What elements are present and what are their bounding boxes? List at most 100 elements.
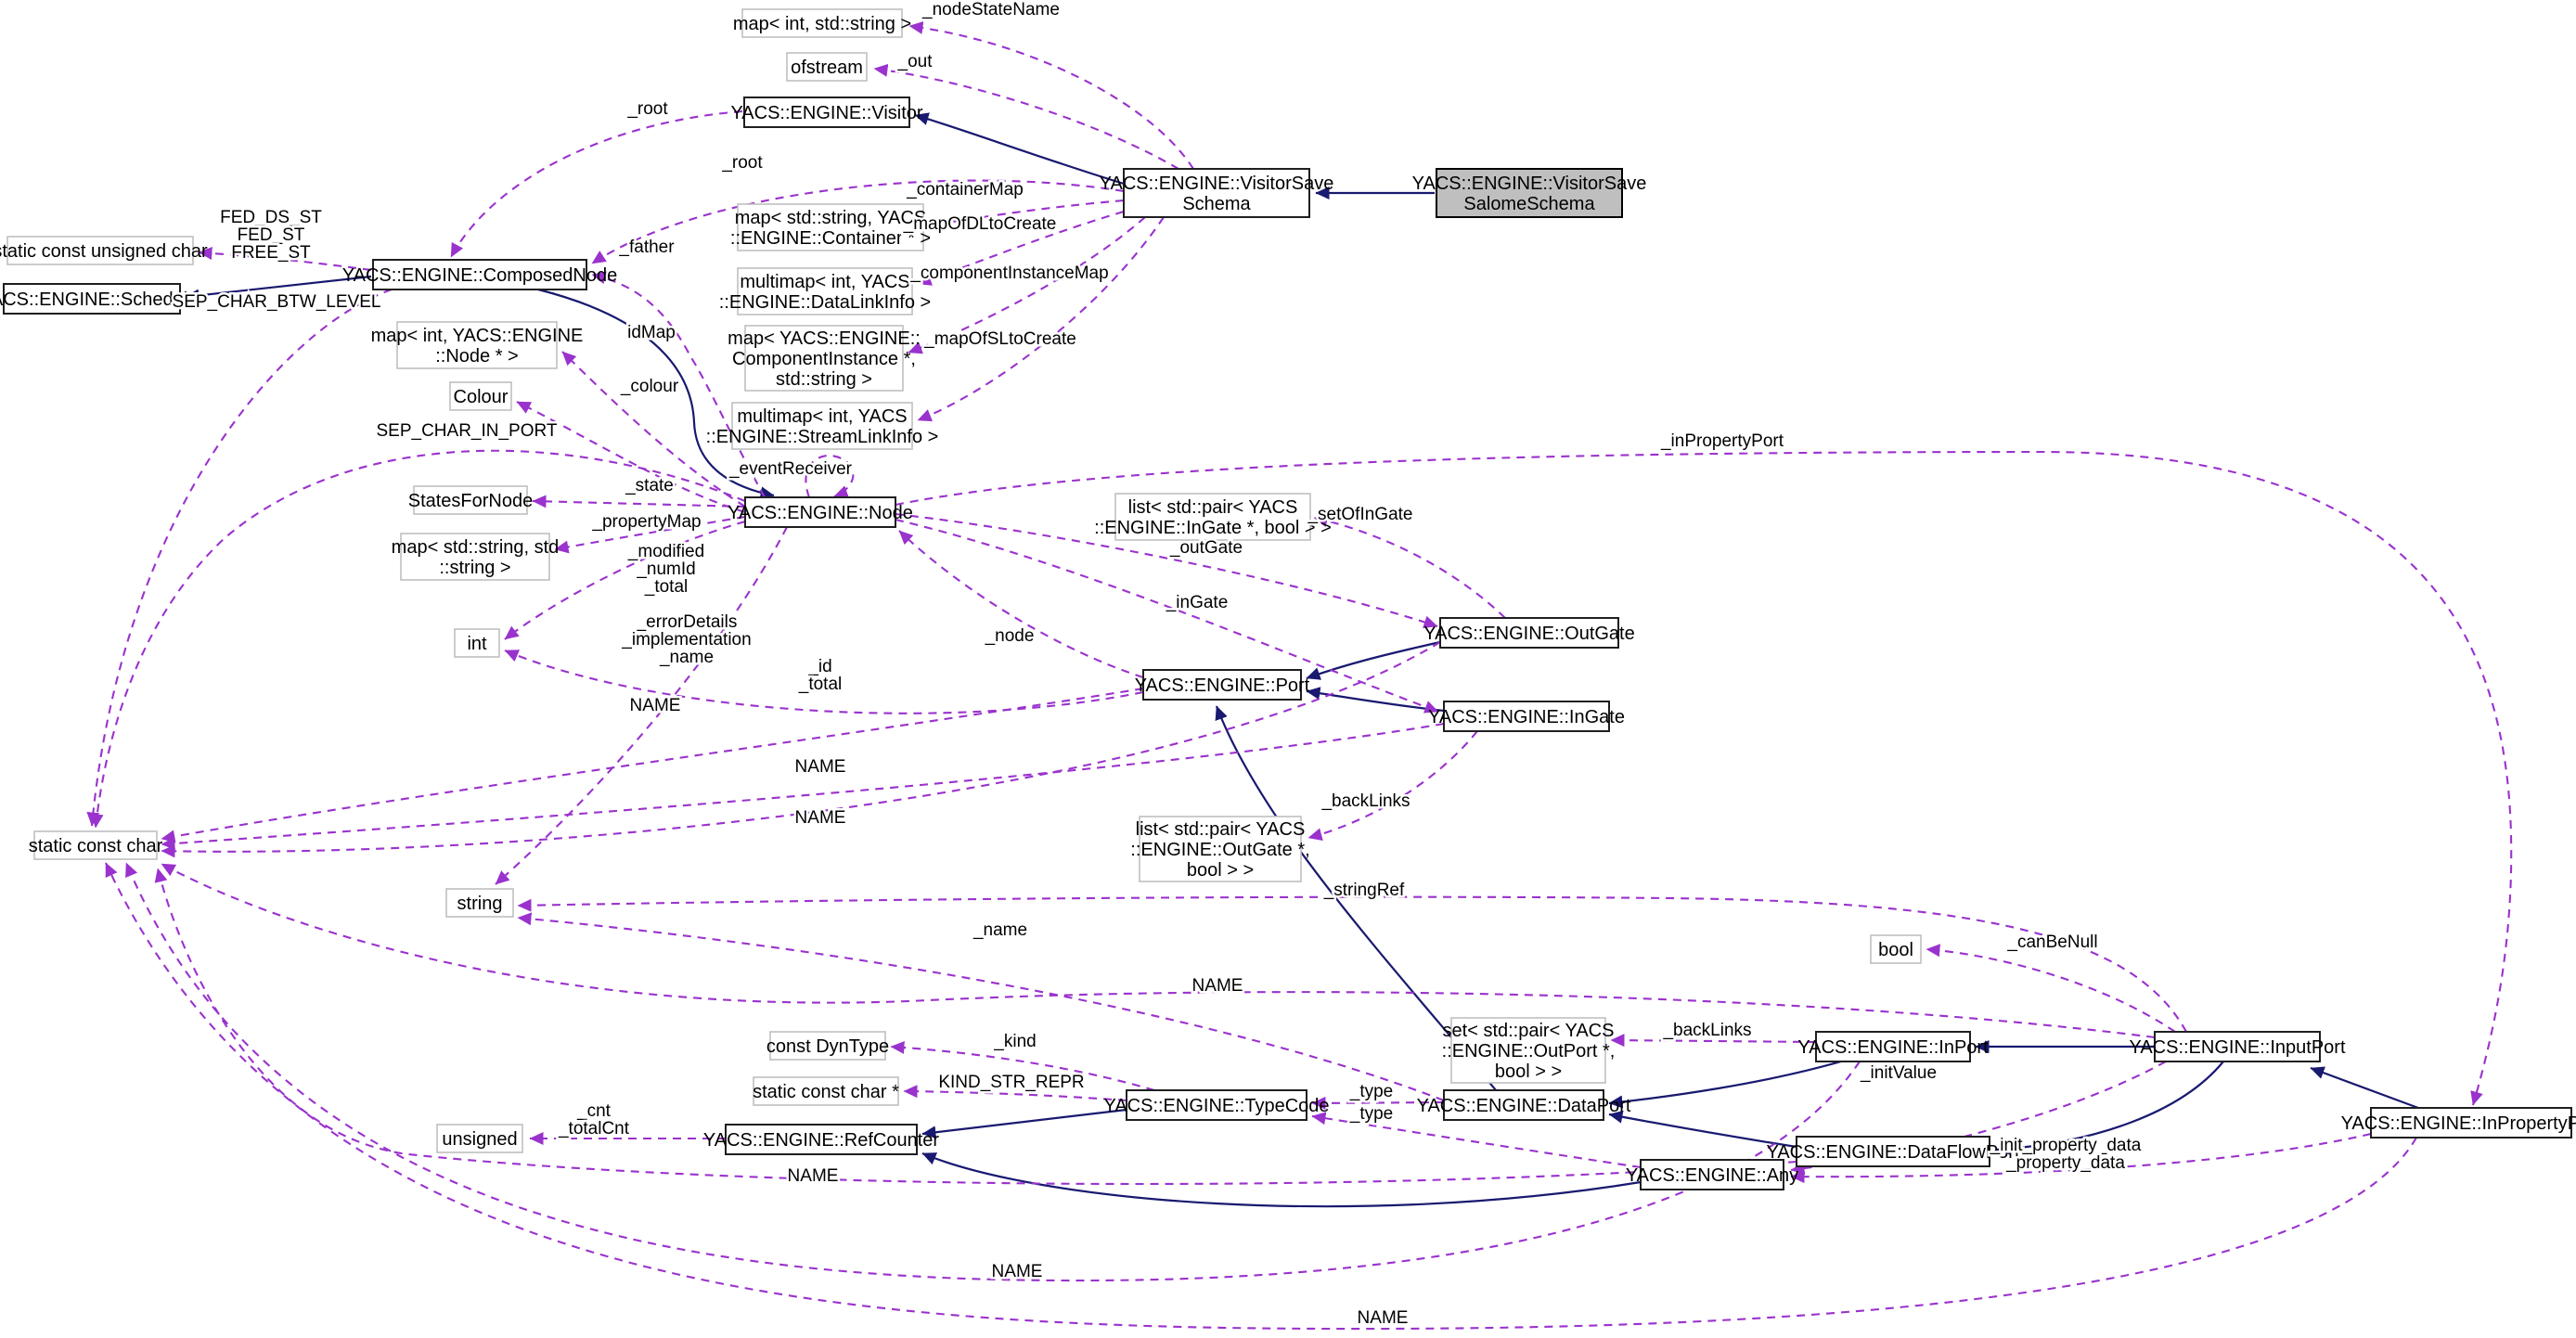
edge-ingate-to-staticchar-name (161, 722, 1445, 850)
edge-label-node-to-int-1: _numId (636, 560, 695, 579)
node-label-visitor-save-salome-schema-1: SalomeSchema (1463, 194, 1595, 214)
node-visitor[interactable]: YACS::ENGINE::Visitor (730, 96, 923, 128)
edge-label-node-to-string-0: _errorDetails (636, 612, 738, 632)
node-box-visitor-save-salome-schema[interactable] (1436, 168, 1623, 218)
edge-label-dataport-to-typecode: _type (1349, 1082, 1393, 1101)
edge-label-inport-to-staticchar-name: NAME (992, 1262, 1043, 1281)
node-box-composed-node[interactable] (372, 259, 587, 290)
node-box-ref-counter[interactable] (725, 1124, 918, 1155)
edge-visitor-to-composednode-root (450, 109, 743, 258)
edge-saveschema-to-composednode-root (591, 179, 1125, 264)
edge-node-to-colour (516, 401, 746, 514)
node-label-multimap-streamlinkinfo-1: ::ENGINE::StreamLinkInfo > (706, 427, 939, 447)
node-composed-node[interactable]: YACS::ENGINE::ComposedNode (342, 259, 617, 290)
edge-ingate-to-port (1306, 687, 1445, 713)
edge-label-port-to-int-0: _id (807, 657, 831, 676)
node-label-multimap-datalinkinfo-0: multimap< int, YACS (740, 272, 909, 292)
edge-label-node-to-statesfornode: _state (625, 476, 674, 495)
node-label-visitor-save-salome-schema-0: YACS::ENGINE::VisitorSave (1412, 174, 1647, 194)
node-bool: bool (1870, 934, 1922, 964)
node-port[interactable]: YACS::ENGINE::Port (1135, 669, 1310, 701)
node-data-port[interactable]: YACS::ENGINE::DataPort (1417, 1089, 1631, 1121)
node-box-in-property-port[interactable] (2370, 1107, 2572, 1139)
edge-inputport-to-bool (1926, 944, 2176, 1033)
node-box-out-gate[interactable] (1439, 617, 1619, 649)
edge-label-saveschema-to-ofstream: _out (897, 52, 934, 71)
node-box-input-port[interactable] (2154, 1031, 2321, 1062)
node-ofstream: ofstream (786, 52, 868, 82)
node-label-port-0: YACS::ENGINE::Port (1135, 675, 1310, 696)
edge-label-refcounter-to-unsigned-1: _totalCnt (558, 1119, 630, 1139)
node-label-multimap-datalinkinfo-1: ::ENGINE::DataLinkInfo > (719, 292, 931, 313)
edge-node-to-mapintnode (561, 351, 746, 508)
edge-inputport-to-staticchar-name (161, 863, 2156, 1039)
node-label-list-ingate-bool-1: ::ENGINE::InGate *, bool > > (1094, 518, 1332, 538)
node-label-type-code-0: YACS::ENGINE::TypeCode (1103, 1096, 1329, 1116)
node-box-static-const-char (33, 830, 158, 860)
node-label-list-outgate-bool-1: ::ENGINE::OutGate *, (1130, 840, 1309, 860)
edge-node-to-inpropertyport (895, 450, 2513, 1106)
node-label-map-string-string-1: ::string > (439, 558, 510, 578)
edge-node-to-statesfornode (532, 495, 746, 508)
edge-label-inport-to-setoutport: _backLinks (1662, 1021, 1751, 1040)
node-box-data-flow-port[interactable] (1796, 1136, 1990, 1167)
node-node[interactable]: YACS::ENGINE::Node (728, 496, 913, 528)
node-input-port[interactable]: YACS::ENGINE::InputPort (2129, 1031, 2346, 1062)
node-in-property-port[interactable]: YACS::ENGINE::InPropertyPort (2341, 1107, 2576, 1139)
node-label-const-dyntype-0: const DynType (766, 1036, 889, 1057)
edge-port-to-staticchar-name (161, 687, 1144, 843)
edge-inpropertyport-to-inputport (2310, 1066, 2419, 1110)
node-list-outgate-bool: list< std::pair< YACS::ENGINE::OutGate *… (1130, 816, 1310, 882)
edge-saveschema-to-visitor (914, 112, 1125, 186)
edge-label-composednode-to-uchar-0: FED_DS_ST (220, 208, 322, 227)
node-label-map-int-string-0: map< int, std::string > (733, 14, 911, 34)
node-box-scheduler[interactable] (3, 283, 181, 315)
node-box-visitor-save-schema[interactable] (1123, 168, 1310, 218)
edge-node-to-int (504, 520, 746, 640)
node-int: int (454, 628, 500, 658)
node-data-flow-port[interactable]: YACS::ENGINE::DataFlowPort (1766, 1136, 2020, 1167)
node-label-set-outport-bool-2: bool > > (1495, 1061, 1562, 1082)
node-label-map-string-string-0: map< std::string, std (392, 537, 560, 558)
edge-saveschema-to-mapofsl (917, 216, 1165, 422)
node-label-composed-node-0: YACS::ENGINE::ComposedNode (342, 265, 617, 286)
node-set-outport-bool: set< std::pair< YACS::ENGINE::OutPort *,… (1442, 1017, 1615, 1084)
node-label-states-for-node-0: StatesForNode (408, 491, 534, 511)
node-box-bool (1870, 934, 1922, 964)
edge-label-node-to-colour: _colour (620, 377, 679, 396)
node-box-visitor[interactable] (743, 96, 910, 128)
node-box-data-port[interactable] (1443, 1089, 1604, 1121)
edge-label-saveschema-to-containermap: _containerMap (906, 180, 1024, 199)
node-box-in-gate[interactable] (1443, 701, 1610, 732)
edge-port-to-int (504, 650, 1144, 714)
node-box-port[interactable] (1142, 669, 1302, 701)
node-in-gate[interactable]: YACS::ENGINE::InGate (1428, 701, 1625, 732)
node-out-gate[interactable]: YACS::ENGINE::OutGate (1423, 617, 1635, 649)
node-label-in-property-port-0: YACS::ENGINE::InPropertyPort (2341, 1113, 2576, 1134)
node-box-states-for-node (413, 485, 528, 515)
edge-outgate-to-port (1306, 640, 1441, 680)
node-scheduler[interactable]: YACS::ENGINE::Scheduler (0, 283, 204, 315)
node-in-port[interactable]: YACS::ENGINE::InPort (1797, 1031, 1989, 1062)
node-label-map-int-node-0: map< int, YACS::ENGINE (371, 326, 584, 346)
edge-label-outgate-to-listingate: _setOfInGate (1307, 505, 1412, 524)
node-list-ingate-bool: list< std::pair< YACS::ENGINE::InGate *,… (1094, 493, 1332, 541)
node-box-type-code[interactable] (1126, 1089, 1307, 1121)
node-box-node[interactable] (744, 496, 896, 528)
node-box-any[interactable] (1640, 1159, 1784, 1190)
node-label-bool-0: bool (1878, 940, 1913, 960)
node-type-code[interactable]: YACS::ENGINE::TypeCode (1103, 1089, 1330, 1121)
node-box-in-port[interactable] (1815, 1031, 1971, 1062)
node-any[interactable]: YACS::ENGINE::Any (1626, 1159, 1798, 1190)
edge-label-node-eventreceiver-loop: _eventReceiver (728, 459, 853, 479)
node-label-data-flow-port-0: YACS::ENGINE::DataFlowPort (1766, 1142, 2019, 1163)
edge-label-node-to-inpropertyport: _inPropertyPort (1660, 431, 1784, 451)
node-box-multimap-streamlinkinfo (731, 402, 913, 450)
edge-label-dataflowport-to-staticchar-name: NAME (788, 1166, 839, 1186)
node-ref-counter[interactable]: YACS::ENGINE::RefCounter (703, 1124, 940, 1155)
node-box-int (454, 628, 500, 658)
node-box-list-ingate-bool (1114, 493, 1311, 541)
edge-ingate-to-listoutgate (1307, 730, 1478, 841)
